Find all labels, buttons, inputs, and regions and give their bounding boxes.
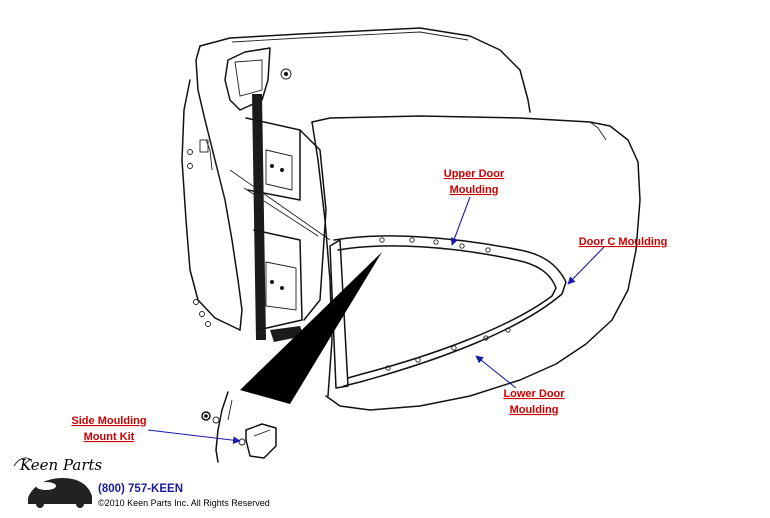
copyright-text: ©2010 Keen Parts Inc. All Rights Reserve… (98, 498, 270, 508)
label-pointers (147, 196, 605, 445)
label-upper-door-moulding-line1[interactable]: Upper Door (444, 168, 505, 180)
outer-door-skin (311, 115, 641, 411)
window-opening (329, 235, 567, 389)
label-lower-door-moulding-line1[interactable]: Lower Door (503, 388, 565, 400)
window-regulator (229, 94, 331, 342)
car-silhouette-icon (28, 478, 92, 504)
upper-moulding-clips (379, 237, 491, 253)
label-side-moulding-mount-kit[interactable]: Side Moulding Mount Kit (71, 415, 146, 443)
door-inner-panel (181, 27, 531, 331)
logo-text: Keen Parts (19, 456, 103, 474)
label-lower-door-moulding[interactable]: Lower Door Moulding (503, 388, 565, 416)
label-upper-door-moulding-line2[interactable]: Moulding (450, 184, 499, 196)
label-side-moulding-mount-kit-line2[interactable]: Mount Kit (84, 431, 135, 443)
label-lower-door-moulding-line2[interactable]: Moulding (510, 404, 559, 416)
label-side-moulding-mount-kit-line1[interactable]: Side Moulding (71, 415, 146, 427)
keen-parts-logo: Keen Parts (13, 456, 103, 508)
detail-callout-wedge (240, 252, 382, 404)
phone-number[interactable]: (800) 757-KEEN (98, 483, 183, 495)
mount-kit-detail (201, 391, 277, 463)
label-upper-door-moulding[interactable]: Upper Door Moulding (444, 168, 505, 196)
lower-moulding-clips (385, 327, 511, 371)
label-door-c-moulding[interactable]: Door C Moulding (579, 236, 668, 248)
label-door-c-moulding-line1[interactable]: Door C Moulding (579, 236, 668, 248)
